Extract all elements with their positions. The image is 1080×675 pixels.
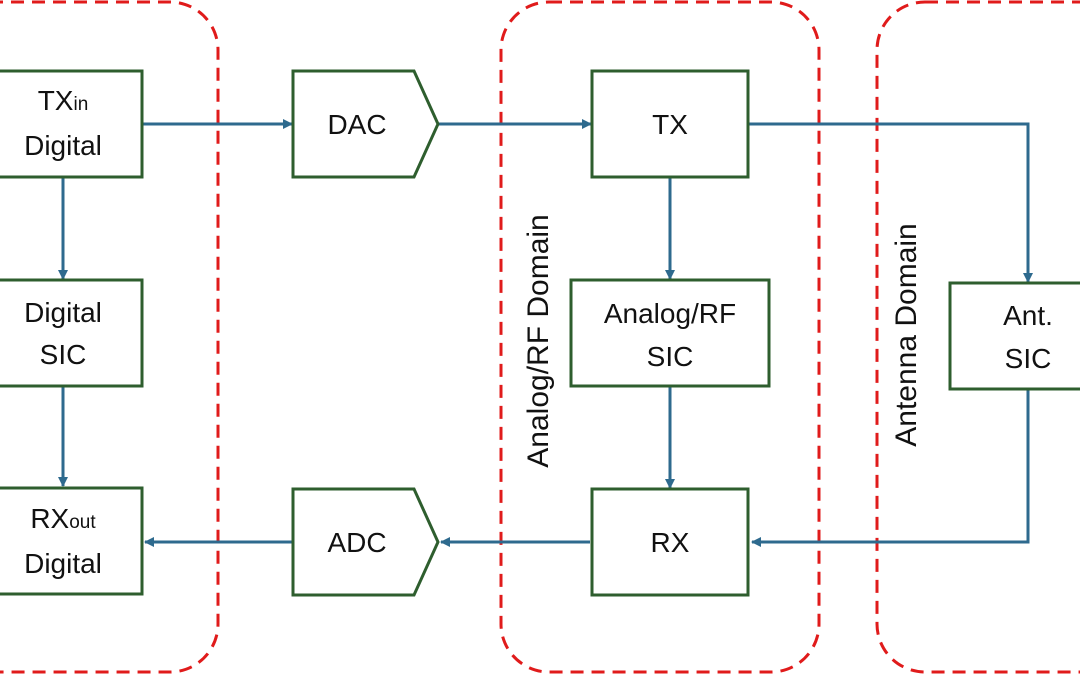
ant-sic-block: Ant. SIC	[948, 281, 1080, 391]
tx-in-subscript: in	[73, 94, 88, 115]
tx-in-main-label: TX	[38, 85, 74, 116]
dac-label: DAC	[327, 109, 386, 140]
ant-sic-line2: SIC	[1005, 343, 1052, 374]
rx-block: RX	[590, 487, 750, 597]
digital-sic-line1: Digital	[24, 297, 102, 328]
analog-rf-sic-block: Analog/RF SIC	[569, 278, 771, 388]
arrow-antsic-to-rx	[751, 389, 1030, 547]
rx-out-main-label: RX	[30, 503, 69, 534]
svg-text:TXin: TXin	[38, 85, 89, 116]
analog-rf-domain-label: Analog/RF Domain	[522, 214, 555, 467]
tx-label: TX	[652, 109, 688, 140]
digital-domain-region	[0, 0, 220, 674]
digital-sic-line2: SIC	[40, 339, 87, 370]
ant-sic-line1: Ant.	[1003, 300, 1053, 331]
rx-out-subscript: out	[69, 512, 96, 533]
tx-in-digital-label: Digital	[24, 130, 102, 161]
adc-label: ADC	[327, 527, 386, 558]
adc-block: ADC	[291, 487, 440, 597]
analog-rf-sic-line1: Analog/RF	[604, 298, 736, 329]
analog-rf-sic-line2: SIC	[647, 341, 694, 372]
antenna-domain-label: Antenna Domain	[890, 223, 923, 446]
svg-text:RXout: RXout	[30, 503, 96, 534]
analog-rf-domain-region	[499, 0, 821, 674]
rx-out-digital-label: Digital	[24, 548, 102, 579]
dac-block: DAC	[291, 69, 440, 179]
tx-block: TX	[590, 69, 750, 179]
arrow-tx-to-antsic	[749, 122, 1033, 283]
antenna-domain-region	[875, 0, 1080, 674]
digital-sic-block: Digital SIC	[0, 278, 144, 388]
rx-out-digital-block: RXout Digital	[0, 486, 144, 596]
tx-in-digital-block: TXin Digital	[0, 69, 144, 179]
rx-label: RX	[651, 527, 690, 558]
